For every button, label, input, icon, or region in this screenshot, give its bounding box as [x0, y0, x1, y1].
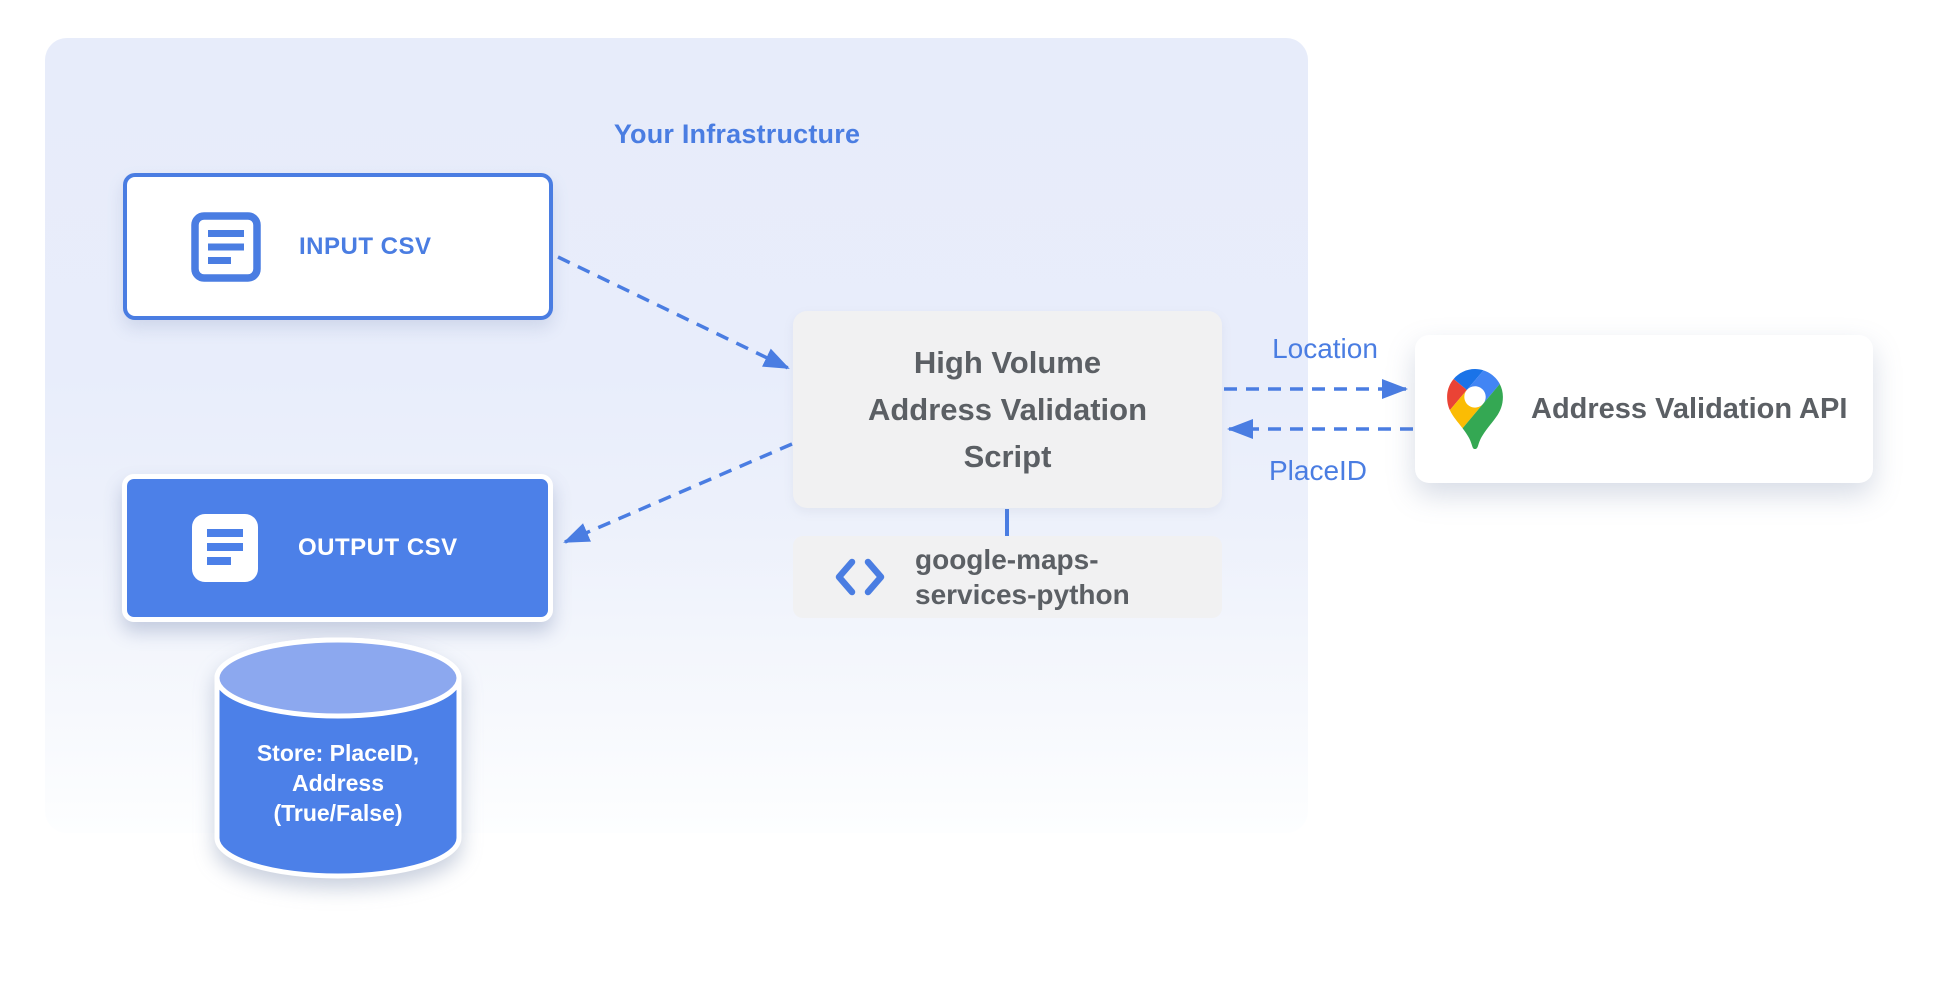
- input-csv-node: INPUT CSV: [123, 173, 553, 320]
- library-label: google-maps- services-python: [915, 542, 1130, 612]
- google-maps-pin-icon: [1447, 369, 1503, 449]
- library-line-1: google-maps-: [915, 544, 1099, 575]
- output-csv-node: OUTPUT CSV: [122, 474, 553, 622]
- code-brackets-icon: [835, 558, 885, 596]
- datastore-line-3: (True/False): [273, 800, 403, 826]
- output-csv-label: OUTPUT CSV: [298, 534, 458, 561]
- script-line-1: High Volume: [913, 345, 1102, 380]
- infrastructure-title: Your Infrastructure: [613, 119, 861, 149]
- script-node: High Volume Address Validation Script: [793, 311, 1222, 508]
- datastore-line-1: Store: PlaceID,: [256, 740, 420, 766]
- document-lines-icon: [192, 514, 258, 582]
- datastore-label: Store: PlaceID, Address (True/False): [210, 738, 466, 828]
- datastore-line-2: Address: [291, 770, 385, 796]
- document-lines-icon: [191, 211, 261, 282]
- library-line-2: services-python: [915, 579, 1130, 610]
- script-line-2: Address Validation: [867, 392, 1148, 427]
- placeid-edge-label: PlaceID: [1268, 455, 1368, 486]
- input-csv-label: INPUT CSV: [299, 232, 432, 260]
- api-node: Address Validation API: [1415, 335, 1873, 483]
- api-label: Address Validation API: [1531, 392, 1848, 425]
- script-line-3: Script: [963, 439, 1052, 474]
- library-node: google-maps- services-python: [793, 536, 1222, 618]
- location-edge-label: Location: [1272, 333, 1378, 364]
- database-cylinder: [214, 637, 462, 879]
